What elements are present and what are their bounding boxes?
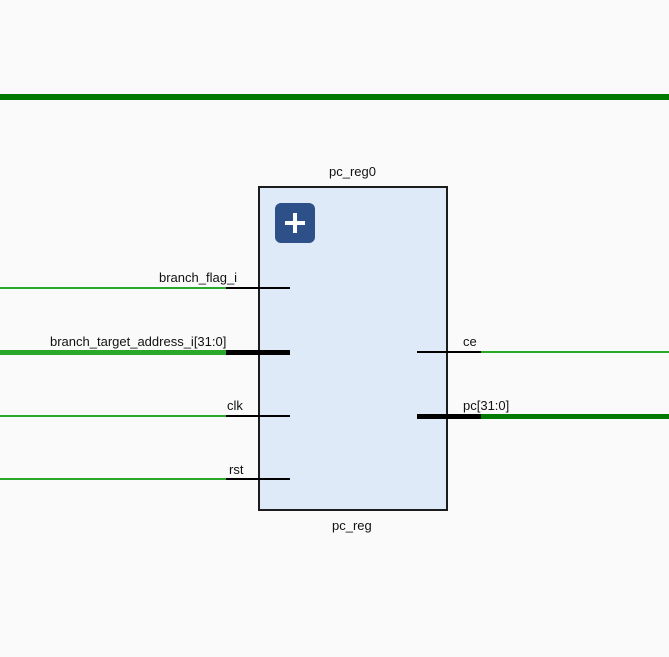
port-pin-rst[interactable] [226, 478, 290, 480]
port-pin-pc[interactable] [417, 414, 481, 419]
net-ce[interactable] [481, 351, 669, 353]
net-branch-target-address-i[interactable] [0, 350, 226, 355]
net-pc[interactable] [481, 414, 669, 419]
port-label-branch-target-address-i: branch_target_address_i[31:0] [50, 334, 227, 349]
module-name-label: pc_reg [332, 518, 372, 533]
port-pin-ce[interactable] [417, 351, 481, 353]
port-pin-branch-target-address-i[interactable] [226, 350, 290, 355]
plus-icon [285, 213, 305, 233]
instance-name-label: pc_reg0 [329, 164, 376, 179]
port-pin-branch-flag-i[interactable] [226, 287, 290, 289]
port-label-clk: clk [227, 398, 243, 413]
top-bus-net[interactable] [0, 94, 669, 100]
port-label-rst: rst [229, 462, 244, 477]
expand-block-button[interactable] [275, 203, 315, 243]
net-clk[interactable] [0, 415, 226, 417]
net-branch-flag-i[interactable] [0, 287, 226, 289]
port-label-pc: pc[31:0] [463, 398, 510, 413]
port-label-ce: ce [463, 334, 477, 349]
port-label-branch-flag-i: branch_flag_i [159, 270, 238, 285]
net-rst[interactable] [0, 478, 226, 480]
port-pin-clk[interactable] [226, 415, 290, 417]
